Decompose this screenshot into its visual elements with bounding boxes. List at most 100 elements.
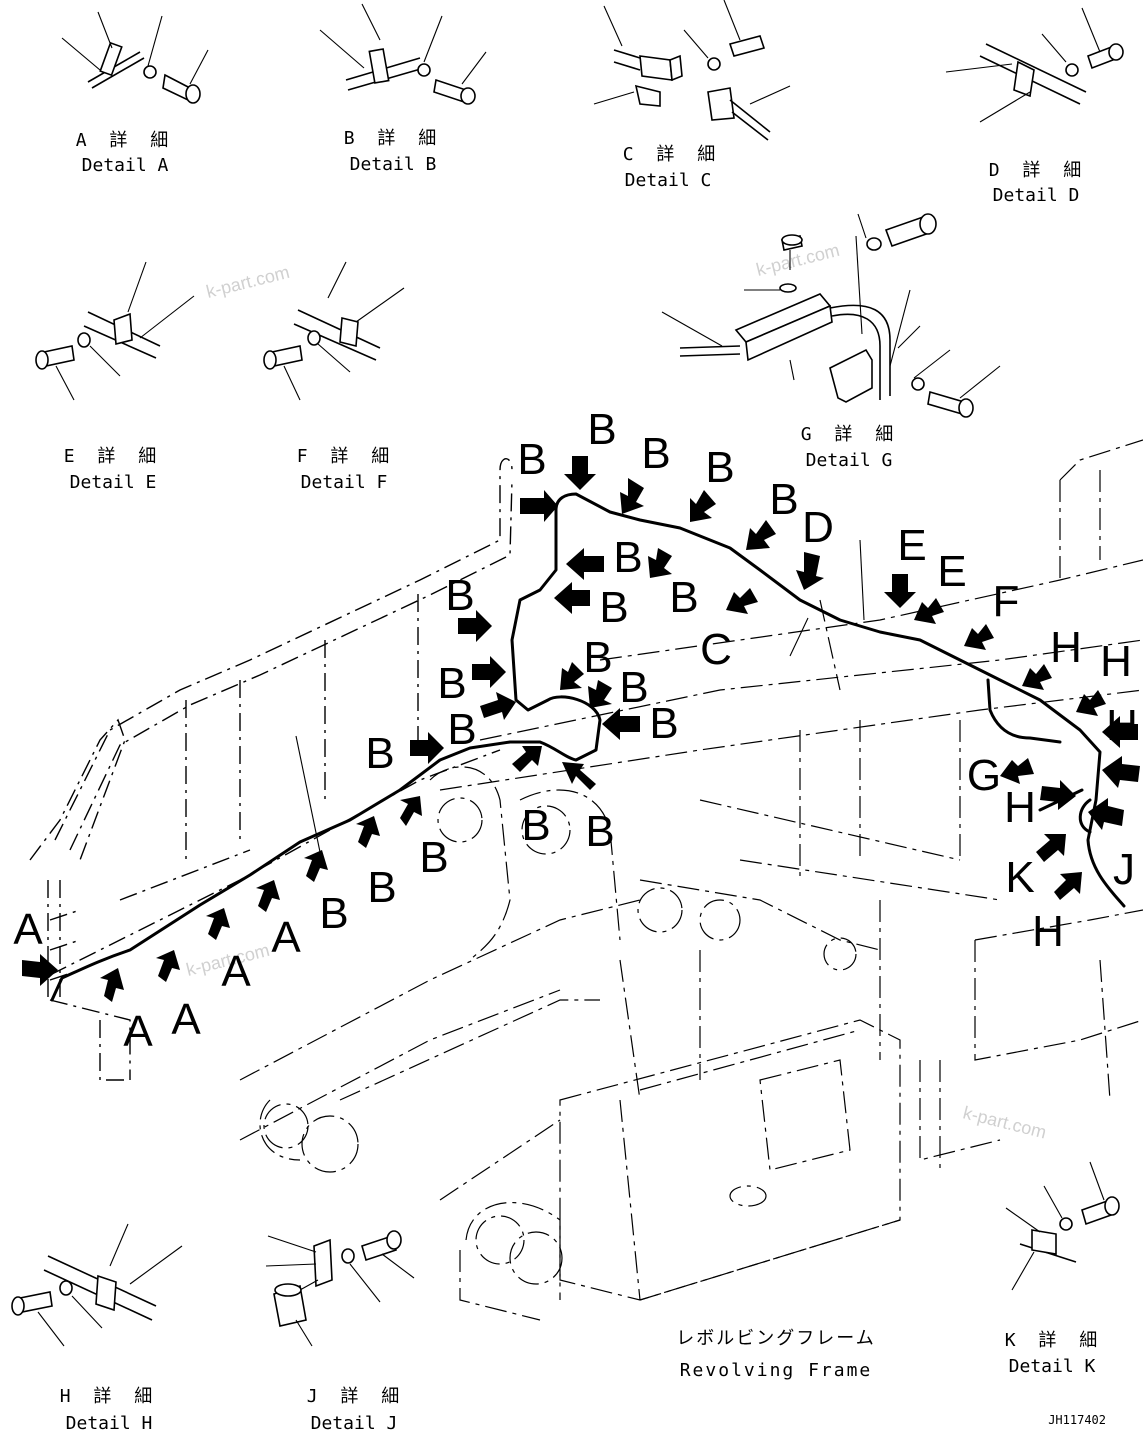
pointer-arrow-b15	[410, 732, 444, 764]
pointer-arrow-a5	[22, 954, 58, 986]
detail-b-en: Detail B	[350, 154, 437, 175]
pointer-arrow-h1	[1022, 664, 1052, 690]
pointer-arrow-b5	[746, 520, 776, 550]
detail-c-sketch	[593, 0, 791, 141]
callout-h: H	[1100, 637, 1132, 686]
pointer-arrow-b2	[564, 456, 596, 490]
detail-d-sketch	[945, 7, 1124, 123]
pointer-arrow-b8	[648, 548, 672, 578]
detail-e-sketch	[35, 261, 195, 401]
callout-a: A	[171, 995, 201, 1044]
detail-g-sketch	[661, 213, 1001, 418]
detail-h-en: Detail H	[66, 1413, 153, 1434]
detail-k-sketch	[1005, 1161, 1120, 1291]
pointer-arrow-b16	[512, 746, 542, 772]
pointer-arrow-b7	[554, 582, 590, 614]
detail-a-sketch	[61, 11, 209, 104]
pointer-arrow-g	[1000, 758, 1034, 784]
callout-b: B	[437, 659, 466, 708]
callout-b: B	[521, 801, 550, 850]
detail-h-jp: H 詳 細	[60, 1386, 159, 1407]
detail-e-jp: E 詳 細	[64, 446, 163, 467]
callout-b: B	[587, 405, 616, 454]
callout-e: E	[937, 547, 966, 596]
pointer-arrow-b20	[304, 850, 328, 882]
pointer-arrow-b1	[520, 490, 558, 522]
callout-a: A	[123, 1007, 153, 1056]
callout-a: A	[271, 913, 301, 962]
callout-k: K	[1005, 853, 1034, 902]
detail-f-jp: F 詳 細	[297, 446, 396, 467]
detail-j-jp: J 詳 細	[307, 1386, 406, 1407]
pointer-arrow-b6	[566, 548, 604, 580]
pointer-arrow-h2	[1076, 690, 1106, 716]
callout-b: B	[619, 663, 648, 712]
detail-g-en: Detail G	[806, 450, 893, 471]
callout-b: B	[447, 705, 476, 754]
detail-j-sketch	[265, 1230, 415, 1347]
detail-b-sketch	[319, 3, 487, 105]
detail-j-en: Detail J	[311, 1413, 398, 1434]
detail-g-jp: G 詳 細	[801, 424, 900, 445]
detail-c-en: Detail C	[625, 170, 712, 191]
pointer-arrow-b10	[472, 656, 506, 688]
frame-label-en: Revolving Frame	[680, 1360, 873, 1381]
pointer-arrow-h4	[1102, 756, 1140, 788]
detail-a-en: Detail A	[82, 155, 169, 176]
detail-h-sketch	[11, 1223, 183, 1347]
callout-h: H	[1004, 783, 1036, 832]
callout-e: E	[897, 521, 926, 570]
detail-e-en: Detail E	[70, 472, 157, 493]
clip-pointers	[22, 456, 1140, 1002]
callout-a: A	[13, 905, 43, 954]
callout-g: G	[967, 751, 1001, 800]
callout-b: B	[419, 833, 448, 882]
detail-d-jp: D 詳 細	[989, 160, 1088, 181]
detail-d-en: Detail D	[993, 185, 1080, 206]
pointer-arrow-a3	[156, 950, 180, 982]
pointer-arrow-b17	[562, 762, 596, 790]
pointer-arrow-a2	[206, 908, 230, 940]
detail-k-jp: K 詳 細	[1005, 1330, 1104, 1351]
pointer-arrow-k	[1054, 872, 1082, 900]
pointer-arrow-b18	[400, 796, 422, 826]
revolving-frame	[29, 439, 1143, 1321]
pointer-arrow-e1	[884, 574, 916, 608]
pointer-arrow-b14	[602, 708, 640, 740]
detail-k-en: Detail K	[1009, 1356, 1096, 1377]
callout-b: B	[641, 429, 670, 478]
pointer-arrow-a1	[256, 880, 280, 912]
callout-b: B	[367, 863, 396, 912]
detail-a-jp: A 詳 細	[76, 130, 175, 151]
pointer-arrow-j	[1088, 798, 1124, 830]
pointer-arrow-b4	[690, 490, 716, 522]
pointer-arrow-b19	[356, 816, 380, 848]
pointer-arrow-b9	[458, 610, 492, 642]
callout-b: B	[669, 573, 698, 622]
detail-f-sketch	[263, 261, 405, 401]
pointer-arrow-a4	[100, 968, 124, 1002]
callout-h: H	[1106, 701, 1138, 750]
callout-b: B	[705, 443, 734, 492]
callout-f: F	[993, 577, 1020, 626]
pointer-arrow-f	[964, 624, 994, 650]
callout-b: B	[585, 807, 614, 856]
pointer-arrow-d	[796, 552, 824, 590]
pointer-arrow-h3	[1102, 716, 1138, 748]
drawing-code: JH117402	[1048, 1413, 1106, 1427]
pointer-arrow-b11	[480, 692, 516, 720]
callout-b: B	[649, 699, 678, 748]
pointer-arrow-b12	[560, 662, 584, 690]
callout-b: B	[769, 475, 798, 524]
pointer-arrow-b13	[588, 680, 612, 708]
pointer-arrow-h6	[1036, 834, 1066, 862]
callout-a: A	[221, 947, 251, 996]
watermarks: k-part.com k-part.com k-part.com k-part.…	[184, 240, 1048, 1143]
callout-h: H	[1032, 907, 1064, 956]
watermark-1: k-part.com	[204, 262, 291, 302]
wiring-harness	[50, 492, 1126, 1002]
detail-c-jp: C 詳 細	[623, 144, 722, 165]
pointer-arrow-c	[726, 588, 758, 614]
